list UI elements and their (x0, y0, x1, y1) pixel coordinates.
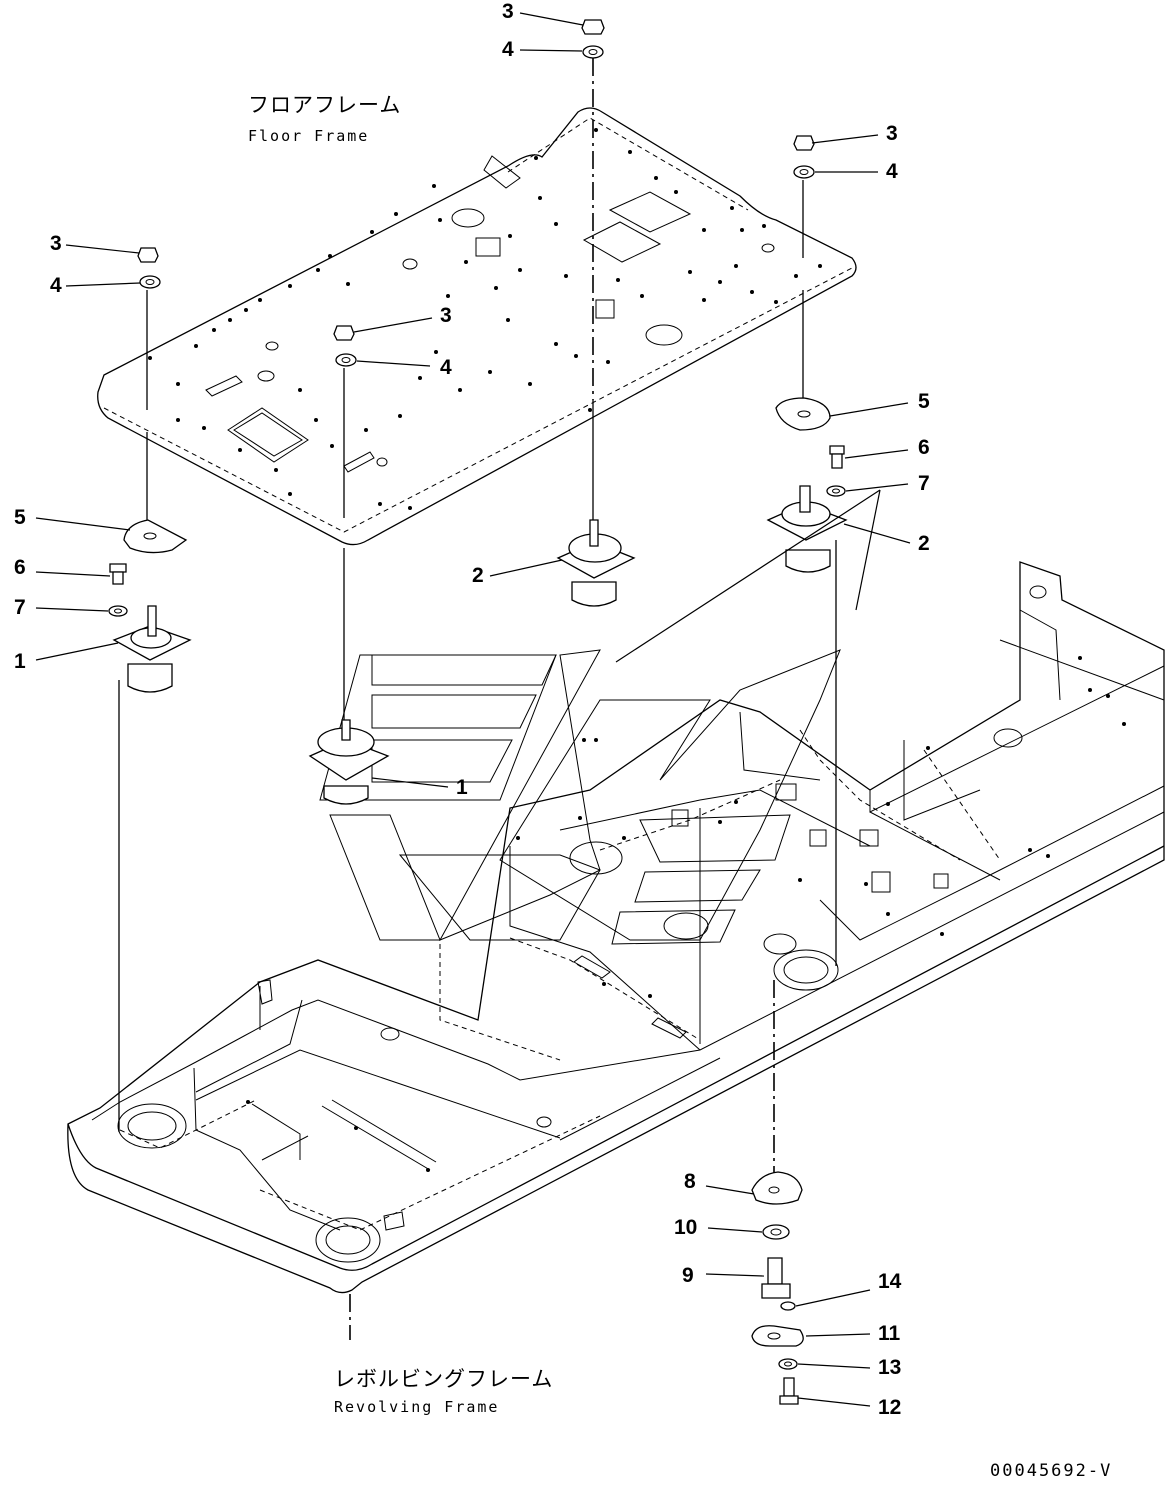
callout-11: 11 (878, 1322, 901, 1345)
floor-frame-label-en: Floor Frame (248, 127, 369, 145)
callout-3-center: 3 (440, 304, 452, 327)
callout-numbers: 3 4 3 4 3 4 3 4 5 6 7 2 5 6 7 1 2 1 8 10… (14, 0, 930, 1419)
callout-2-right: 2 (918, 532, 930, 555)
washer-part-4 (139, 45, 815, 367)
leader-lines (35, 12, 911, 1407)
washer-part-7 (108, 485, 846, 617)
callout-1-left: 1 (14, 650, 26, 673)
bolt-part-6 (109, 445, 845, 585)
callout-7-left: 7 (14, 596, 26, 619)
callout-4-right: 4 (886, 160, 898, 183)
damper-mount-part-2 (556, 485, 848, 607)
frame-labels: フロアフレーム Floor Frame レボルビングフレーム Revolving… (248, 93, 1112, 1481)
watermark-logo (319, 649, 841, 945)
floor-frame-label-jp: フロアフレーム (248, 93, 401, 117)
callout-6-right: 6 (918, 436, 930, 459)
callout-5-left: 5 (14, 506, 26, 529)
callout-9: 9 (682, 1264, 694, 1287)
callout-3-left: 3 (50, 232, 62, 255)
callout-7-right: 7 (918, 472, 930, 495)
callout-4-top: 4 (502, 38, 514, 61)
callout-4-center: 4 (440, 356, 452, 379)
callout-10: 10 (674, 1216, 697, 1239)
revolving-frame-label-en: Revolving Frame (334, 1398, 499, 1416)
washer-part-13 (778, 1358, 798, 1370)
cover-plate-part-5 (123, 397, 831, 554)
floor-frame-plate (97, 107, 857, 546)
bolt-part-9 (761, 1257, 791, 1299)
callout-8: 8 (684, 1170, 696, 1193)
callout-14: 14 (878, 1270, 902, 1293)
callout-6-left: 6 (14, 556, 26, 579)
washer-part-10 (762, 1224, 790, 1240)
callout-13: 13 (878, 1356, 901, 1379)
callout-3-right: 3 (886, 122, 898, 145)
damper-mount-part-1 (112, 605, 390, 805)
callout-2-center: 2 (472, 564, 484, 587)
callout-4-left: 4 (50, 274, 62, 297)
revolving-frame (67, 561, 1165, 1294)
bolt-part-12 (779, 1377, 799, 1405)
drawing-code: 00045692-V (990, 1461, 1112, 1481)
nut-part-3 (137, 19, 815, 341)
callout-1-center: 1 (456, 776, 468, 799)
revolving-frame-label-jp: レボルビングフレーム (334, 1367, 553, 1391)
callout-5-right: 5 (918, 390, 930, 413)
nut-part-14 (780, 1301, 796, 1311)
callout-3-top: 3 (502, 0, 514, 23)
assembly-axes (118, 58, 837, 1340)
callout-12: 12 (878, 1396, 901, 1419)
stopper-part-8 (751, 1171, 803, 1205)
plate-part-11 (751, 1325, 804, 1347)
